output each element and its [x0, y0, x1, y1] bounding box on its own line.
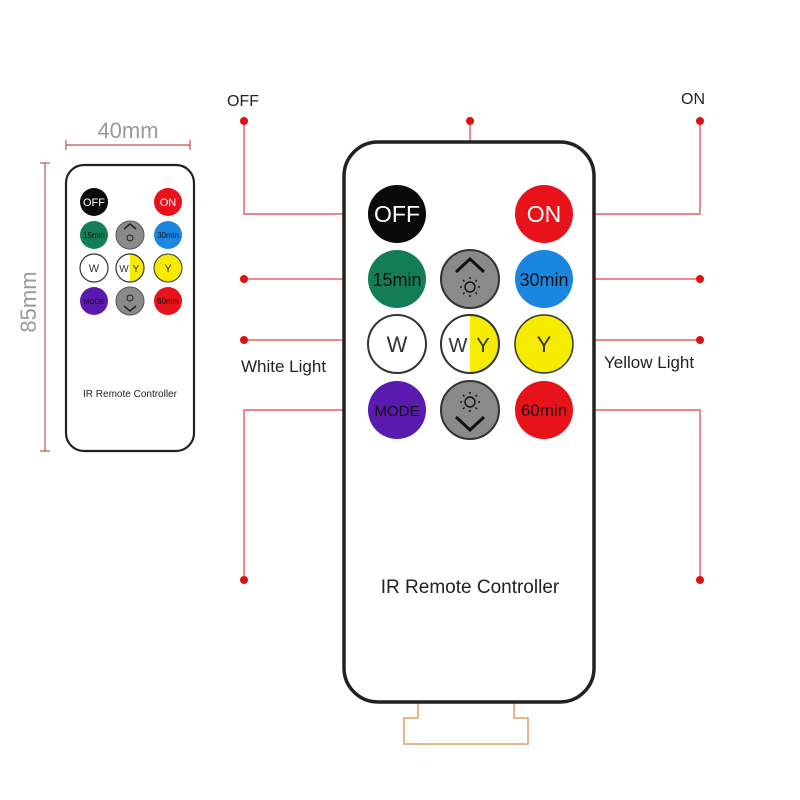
small-off-button-shape [80, 188, 108, 216]
callout-dot-on [696, 117, 704, 125]
callout-label-on: ON [681, 91, 705, 108]
callout-dot-brightness-up [466, 117, 474, 125]
small-brightness-up-button[interactable] [115, 220, 145, 250]
wy-button-label-w: W [449, 335, 468, 357]
small-y-button[interactable]: Y [153, 253, 183, 283]
callout-dot-white [240, 336, 248, 344]
callout-dot-60min [696, 576, 704, 584]
small-wy-left-half [116, 254, 130, 282]
small-brightness-down-icon [123, 305, 137, 312]
off-button-shape [368, 185, 426, 243]
small-remote: 40mm 85mm OFF ON 15min 30min [16, 118, 196, 453]
brightness-up-icon [454, 256, 486, 274]
small-sun-icon-down [126, 294, 134, 302]
large-remote-caption: IR Remote Controller [381, 577, 560, 598]
w-button[interactable]: W [367, 314, 427, 374]
callout-label-yellow-light: Yellow Light [604, 353, 694, 372]
callout-line-off [243, 121, 372, 215]
small-15min-label: 15min [83, 231, 105, 240]
callout-dot-off [240, 117, 248, 125]
small-wy-right-half [130, 254, 144, 282]
15min-button-label: 15min [372, 270, 421, 290]
y-button-shape [514, 314, 574, 374]
off-button-label: OFF [374, 201, 420, 227]
small-y-button-shape [153, 253, 183, 283]
30min-button-label: 30min [519, 270, 568, 290]
mode-button-shape [368, 381, 426, 439]
callout-dot-30min [696, 275, 704, 283]
on-button-label: ON [527, 201, 562, 227]
callout-dot-yellow [696, 336, 704, 344]
60min-button-shape [515, 381, 573, 439]
brightness-down-button[interactable] [440, 380, 500, 440]
small-60min-label: 60min [157, 297, 179, 306]
small-wy-button-outline [115, 253, 145, 283]
small-mode-label: MODE [84, 299, 105, 306]
callout-line-60min [572, 409, 701, 580]
sun-icon-up [460, 277, 480, 297]
height-dimension-label: 85mm [16, 271, 41, 332]
small-wy-label-w: W [119, 264, 129, 275]
small-w-button[interactable]: W [79, 253, 109, 283]
small-w-button-shape [79, 253, 109, 283]
brightness-up-button[interactable] [440, 249, 500, 309]
sun-icon-down [460, 392, 480, 412]
small-y-label: Y [164, 263, 172, 275]
small-mode-button[interactable]: MODE [80, 287, 108, 315]
60min-button[interactable]: 60min [515, 381, 573, 439]
small-on-button-shape [154, 188, 182, 216]
remote-connector [403, 703, 529, 745]
mode-button-label: MODE [375, 403, 420, 420]
wy-button-outline [440, 314, 500, 374]
small-wy-button[interactable]: W Y [115, 253, 145, 283]
callout-label-white-light: White Light [241, 357, 326, 376]
small-on-label: ON [160, 197, 177, 209]
off-button[interactable]: OFF [368, 185, 426, 243]
brightness-down-icon [454, 415, 486, 433]
on-button-shape [515, 185, 573, 243]
w-button-label: W [387, 332, 408, 357]
30min-button-shape [515, 250, 573, 308]
wy-button-label-y: Y [476, 335, 489, 357]
small-15min-button[interactable]: 15min [80, 221, 108, 249]
callout-line-mode [243, 409, 370, 580]
wy-button-left-half [441, 315, 470, 373]
wy-button-right-half [470, 315, 499, 373]
small-on-button[interactable]: ON [154, 188, 182, 216]
width-dimension-label: 40mm [97, 118, 158, 143]
60min-button-label: 60min [521, 401, 567, 420]
small-off-label: OFF [83, 197, 105, 209]
15min-button[interactable]: 15min [368, 250, 426, 308]
callout-dot-mode [240, 576, 248, 584]
y-button-label: Y [537, 332, 552, 357]
mode-button[interactable]: MODE [368, 381, 426, 439]
on-button[interactable]: ON [515, 185, 573, 243]
small-remote-caption: IR Remote Controller [83, 389, 178, 400]
callout-line-on [570, 121, 701, 215]
small-off-button[interactable]: OFF [80, 188, 108, 216]
30min-button[interactable]: 30min [515, 250, 573, 308]
small-brightness-down-button[interactable] [115, 286, 145, 316]
small-brightness-up-icon [123, 223, 137, 230]
wy-button[interactable]: W Y [440, 314, 500, 374]
w-button-shape [367, 314, 427, 374]
large-remote: OFF ON 15min [342, 140, 596, 745]
y-button[interactable]: Y [514, 314, 574, 374]
small-w-label: W [89, 263, 100, 275]
small-30min-label: 30min [157, 231, 179, 240]
small-mode-button-shape [80, 287, 108, 315]
small-15min-button-shape [80, 221, 108, 249]
15min-button-shape [368, 250, 426, 308]
small-30min-button[interactable]: 30min [154, 221, 182, 249]
small-30min-button-shape [154, 221, 182, 249]
callout-label-off: OFF [227, 93, 259, 110]
small-sun-icon-up [126, 234, 134, 242]
small-wy-label-y: Y [133, 264, 140, 275]
small-60min-button-shape [154, 287, 182, 315]
callout-dot-15min [240, 275, 248, 283]
small-60min-button[interactable]: 60min [154, 287, 182, 315]
